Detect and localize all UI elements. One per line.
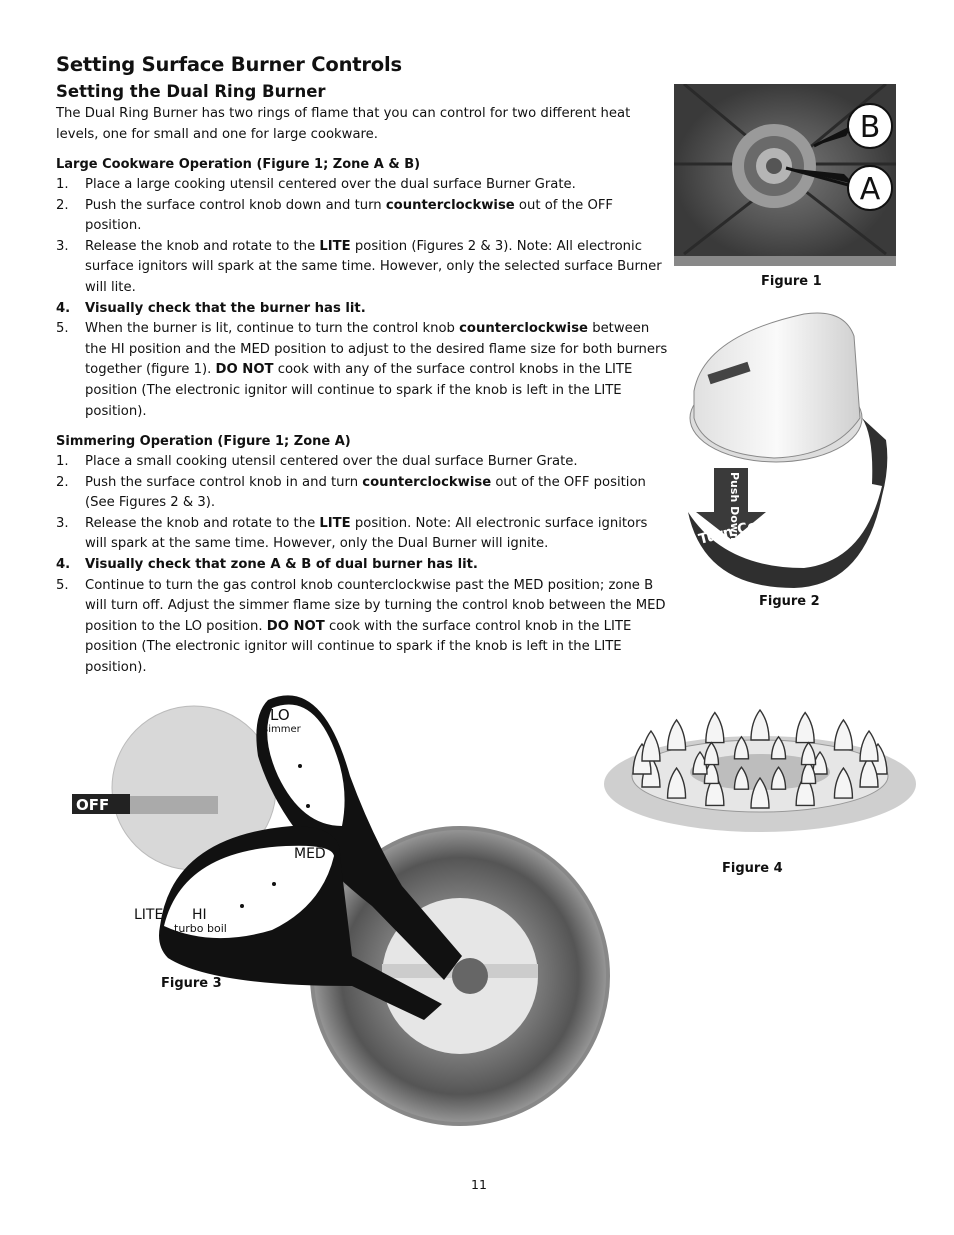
- flame-shape: [859, 729, 879, 762]
- push-down-label: Push Down: [728, 472, 741, 541]
- zone-a-label: A: [860, 172, 881, 207]
- step-text: Visually check that zone A & B of dual b…: [85, 556, 478, 572]
- flame-shape: [641, 729, 661, 762]
- flame-shape: [692, 750, 708, 775]
- emphasis-text: counterclockwise: [362, 474, 492, 490]
- step-number: 5.: [56, 321, 69, 337]
- step-text: Place a large cooking utensil centered o…: [85, 177, 576, 192]
- step-text: cook with any of the surface control kno…: [85, 362, 633, 419]
- step-text: between the HI position and the MED posi…: [85, 321, 668, 378]
- flame-shape: [666, 718, 687, 751]
- large-cookware-heading: Large Cookware Operation (Figure 1; Zone…: [56, 157, 421, 172]
- step-text: cook with the surface control knob in th…: [85, 618, 632, 675]
- flame-shape: [795, 711, 815, 744]
- step-item: 2. Push the surface control knob in and t…: [56, 473, 666, 514]
- figure-4-flames-illustration: [604, 708, 916, 832]
- step-text: out of the OFF position.: [85, 197, 614, 234]
- zone-a-callout: [847, 165, 893, 211]
- figure-1-burner-illustration: B A: [674, 84, 896, 266]
- flame-shape: [800, 741, 817, 766]
- flame-shape: [770, 766, 787, 790]
- figure-2-caption: Figure 2: [759, 594, 820, 609]
- figure-4-caption: Figure 4: [722, 861, 783, 876]
- flame-shape: [705, 711, 725, 744]
- hi-label: HI: [192, 907, 207, 923]
- step-number: 1.: [56, 177, 69, 192]
- large-cookware-steps: 1. Place a large cooking utensil centered…: [56, 175, 668, 422]
- step-text: Place a small cooking utensil centered o…: [85, 454, 578, 469]
- flame-shape: [733, 766, 750, 790]
- flame-shape: [812, 750, 828, 775]
- off-label: OFF: [76, 796, 109, 814]
- step-item: 2. Push the surface control knob down and…: [56, 196, 668, 237]
- step-item: 5. When the burner is lit, continue to tu…: [56, 319, 668, 422]
- step-text: Release the knob and rotate to the: [85, 515, 320, 531]
- flame-shape: [833, 766, 854, 799]
- step-number: 3.: [56, 238, 69, 254]
- emphasis-text: counterclockwise: [459, 321, 588, 337]
- step-text: position. Note: All electronic surface i…: [85, 515, 648, 552]
- zone-b-callout: [847, 103, 893, 149]
- flame-shape: [750, 708, 770, 741]
- zone-b-label: B: [860, 110, 881, 145]
- emphasis-text: DO NOT: [266, 618, 325, 634]
- step-item: 4. Visually check that the burner has lit…: [56, 299, 668, 320]
- page-number: 11: [471, 1177, 487, 1192]
- step-item: 1. Place a large cooking utensil centered…: [56, 175, 668, 196]
- emphasis-text: LITE: [319, 238, 351, 254]
- step-number: 4.: [56, 556, 71, 572]
- lite-label: LITE: [134, 907, 163, 923]
- off-badge: [72, 794, 130, 814]
- figure-3-caption: Figure 3: [161, 976, 222, 991]
- simmering-heading: Simmering Operation (Figure 1; Zone A): [56, 434, 351, 449]
- step-item: 1. Place a small cooking utensil centered…: [56, 452, 666, 473]
- turbo-boil-label: turbo boil: [174, 922, 227, 935]
- flame-shape: [833, 718, 854, 751]
- lo-label: LO: [270, 706, 290, 724]
- step-text: out of the OFF position (See Figures 2 &…: [85, 474, 646, 511]
- step-item: 4. Visually check that zone A & B of dual…: [56, 555, 666, 576]
- flame-shape: [666, 766, 687, 799]
- step-item: 3. Release the knob and rotate to the LIT…: [56, 237, 668, 299]
- intro-paragraph: The Dual Ring Burner has two rings of fl…: [56, 106, 631, 142]
- simmering-steps: 1. Place a small cooking utensil centered…: [56, 452, 666, 679]
- step-number: 5.: [56, 577, 69, 593]
- figure-3-knob-positions: OFF LO simmer MED LITE HI turbo boil: [72, 695, 610, 1126]
- figure-2-knob-illustration: Push Down Turn Counterclockwise: [688, 312, 888, 588]
- step-text: Push the surface control knob down and t…: [85, 197, 386, 213]
- flame-shape: [703, 741, 720, 766]
- step-number: 2.: [56, 474, 69, 490]
- step-number: 1.: [56, 454, 69, 469]
- step-item: 3. Release the knob and rotate to the LIT…: [56, 514, 666, 555]
- step-number: 2.: [56, 197, 69, 213]
- step-text: Push the surface control knob in and tur…: [85, 474, 363, 490]
- emphasis-text: counterclockwise: [385, 197, 515, 213]
- step-number: 4.: [56, 300, 71, 316]
- page-title: Setting Surface Burner Controls: [56, 53, 402, 76]
- step-text: Visually check that the burner has lit.: [85, 300, 366, 316]
- flame-shape: [733, 735, 750, 760]
- figure-1-caption: Figure 1: [761, 274, 822, 289]
- simmer-label: simmer: [263, 724, 302, 735]
- flame-shape: [770, 735, 787, 760]
- step-number: 3.: [56, 515, 69, 531]
- step-text: Continue to turn the gas control knob co…: [85, 577, 666, 634]
- emphasis-text: LITE: [319, 515, 351, 531]
- push-down-arrow: [696, 468, 766, 540]
- emphasis-text: DO NOT: [215, 362, 274, 378]
- step-item: 5. Continue to turn the gas control knob …: [56, 576, 666, 679]
- step-text: Release the knob and rotate to the: [85, 238, 320, 254]
- med-label: MED: [294, 846, 326, 862]
- flame-shape: [750, 776, 770, 809]
- section-title: Setting the Dual Ring Burner: [56, 82, 326, 101]
- step-text: When the burner is lit, continue to turn…: [85, 321, 460, 337]
- step-text: position (Figures 2 & 3). Note: All elec…: [85, 238, 662, 295]
